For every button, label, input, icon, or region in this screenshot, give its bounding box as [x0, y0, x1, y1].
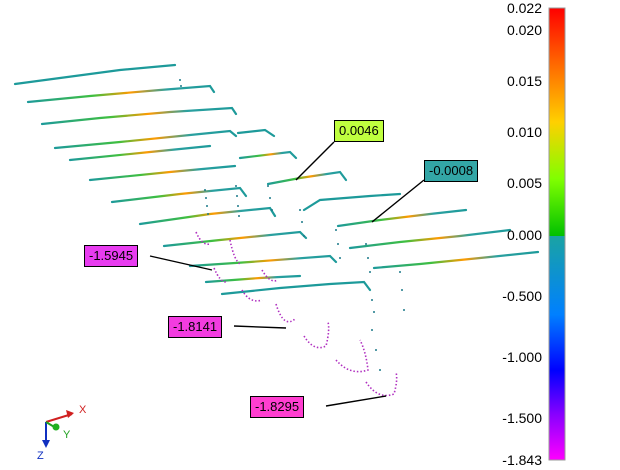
colorbar-tick: 0.022	[506, 0, 542, 16]
scan-line	[266, 170, 348, 186]
scan-line	[204, 274, 302, 284]
axis-triad: X Y Z	[37, 404, 87, 462]
scan-line	[13, 63, 177, 86]
scan-line	[53, 129, 238, 150]
colorbar-tick: -1.000	[502, 349, 542, 365]
callout-leaders	[149, 141, 425, 407]
colorbar-tick: -1.500	[502, 410, 542, 426]
scan-line	[336, 208, 468, 228]
scan-line	[188, 254, 338, 268]
scan-line	[372, 250, 540, 270]
scan-line	[348, 228, 512, 250]
x-axis-label: X	[79, 404, 87, 416]
callout-label[interactable]: -0.0008	[424, 160, 479, 182]
callout-label[interactable]: -1.8141	[168, 316, 223, 338]
scan-points	[179, 79, 405, 371]
colorbar-tick: -0.500	[502, 288, 542, 304]
scan-line	[26, 84, 216, 104]
scan-line	[88, 164, 237, 182]
y-axis-label: Y	[63, 429, 71, 441]
scan-line	[68, 144, 212, 162]
colorbar-tick: -1.843	[502, 452, 542, 468]
scan-line	[238, 150, 298, 160]
colorbar-tick: 0.000	[506, 227, 542, 243]
colorbar-tick: 0.015	[506, 73, 542, 89]
scan-line	[40, 106, 238, 126]
trough-curves	[195, 231, 398, 397]
scan-line	[236, 128, 276, 138]
colorbar-tick: 0.005	[506, 175, 542, 191]
scan-line	[302, 192, 402, 212]
colorbar-tick: 0.020	[506, 22, 542, 38]
callout-label[interactable]: 0.0046	[334, 120, 384, 142]
scan-line	[220, 280, 372, 296]
callout-label[interactable]: -1.8295	[250, 396, 305, 418]
scan-lines	[13, 63, 540, 296]
scan-line	[110, 186, 248, 204]
colorbar	[548, 7, 566, 461]
z-axis-label: Z	[37, 450, 44, 462]
callout-label[interactable]: -1.5945	[84, 245, 139, 267]
scan-line	[162, 230, 308, 248]
scan-line	[138, 206, 277, 226]
colorbar-tick: 0.010	[506, 124, 542, 140]
